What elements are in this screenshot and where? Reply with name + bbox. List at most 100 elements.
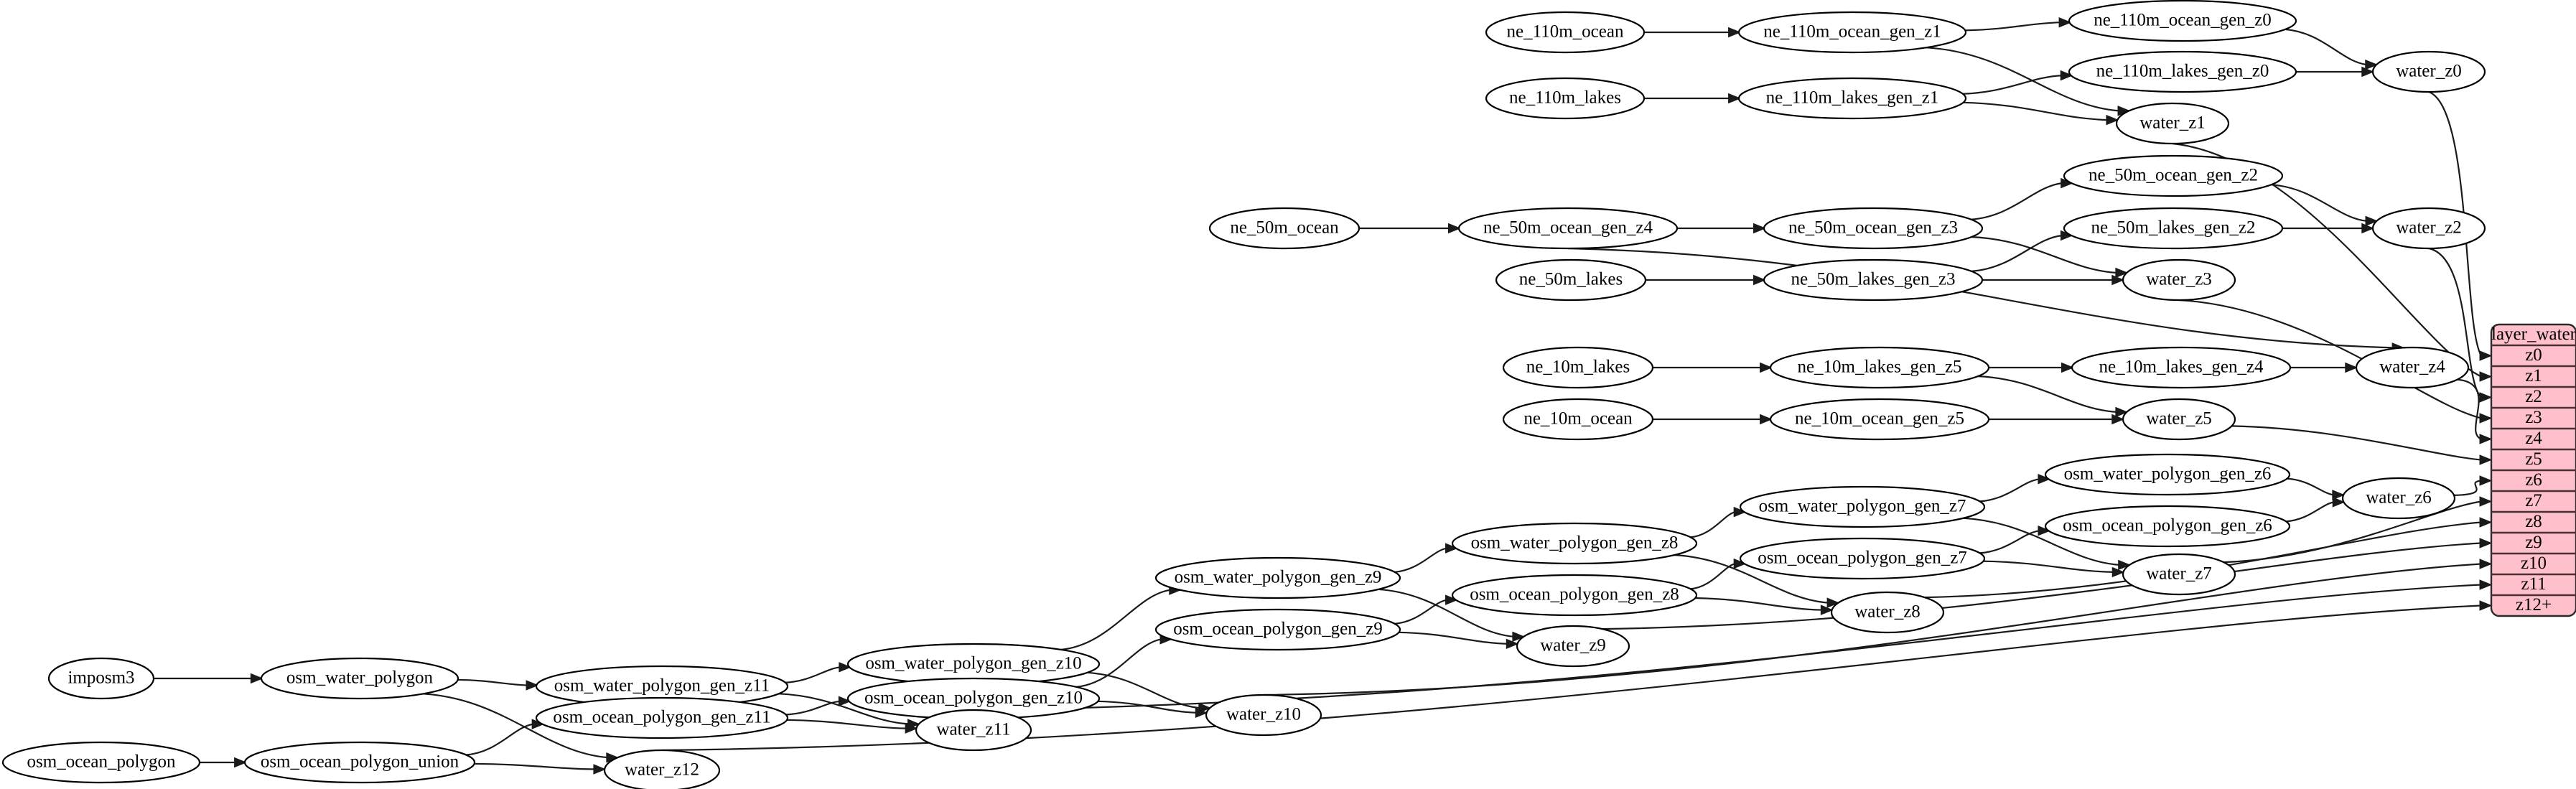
- node-label: imposm3: [67, 668, 134, 688]
- node-label: ne_50m_lakes_gen_z2: [2091, 218, 2255, 238]
- edge-arrowhead: [2479, 579, 2493, 590]
- edge-osm_water_polygon-to-water_z12: [422, 693, 608, 759]
- node-osm_ocean_polygon_gen_z6[interactable]: osm_ocean_polygon_gen_z6: [2044, 505, 2291, 548]
- record-row-z11[interactable]: z11: [2521, 574, 2546, 594]
- record-row-z8[interactable]: z8: [2525, 512, 2542, 531]
- node-water_z1[interactable]: water_z1: [2115, 102, 2230, 145]
- record-row-z3[interactable]: z3: [2525, 408, 2542, 427]
- record-row-z5[interactable]: z5: [2525, 449, 2542, 469]
- node-label: ne_10m_ocean: [1523, 409, 1633, 429]
- node-label: osm_water_polygon_gen_z6: [2064, 464, 2272, 484]
- node-ne_50m_ocean_gen_z2[interactable]: ne_50m_ocean_gen_z2: [2063, 154, 2284, 197]
- node-label: water_z5: [2146, 409, 2212, 429]
- edge-arrowhead: [2479, 371, 2493, 382]
- edge-arrowhead: [2479, 517, 2493, 528]
- node-water_z9[interactable]: water_z9: [1516, 625, 1630, 668]
- node-water_z0[interactable]: water_z0: [2371, 50, 2486, 93]
- node-ne_50m_ocean_gen_z4[interactable]: ne_50m_ocean_gen_z4: [1457, 207, 1679, 250]
- node-ne_50m_ocean_gen_z3[interactable]: ne_50m_ocean_gen_z3: [1763, 207, 1984, 250]
- node-osm_water_polygon_gen_z9[interactable]: osm_water_polygon_gen_z9: [1154, 556, 1401, 599]
- node-water_z2[interactable]: water_z2: [2371, 207, 2486, 250]
- node-label: ne_10m_lakes: [1526, 358, 1630, 377]
- edge-arrowhead: [1733, 506, 1747, 518]
- record-row-z1[interactable]: z1: [2525, 366, 2542, 386]
- node-label: osm_water_polygon: [286, 668, 434, 688]
- edge-ne_50m_ocean_gen_z2-to-water_z2: [2270, 184, 2368, 222]
- node-label: osm_water_polygon_gen_z10: [865, 654, 1081, 673]
- node-osm_water_polygon_gen_z11[interactable]: osm_water_polygon_gen_z11: [535, 665, 789, 708]
- node-ne_110m_ocean[interactable]: ne_110m_ocean: [1485, 11, 1646, 54]
- edge-osm_ocean_polygon_gen_z11-to-water_z11: [785, 719, 907, 729]
- node-ne_10m_lakes_gen_z4[interactable]: ne_10m_lakes_gen_z4: [2071, 346, 2292, 389]
- edge-water_z6-to-layer_water:z6: [2453, 480, 2482, 496]
- node-label: water_z9: [1540, 636, 1606, 655]
- edge-ne_50m_ocean_gen_z4-to-water_z4: [1567, 247, 2394, 349]
- node-water_z7[interactable]: water_z7: [2122, 553, 2236, 596]
- node-label: water_z4: [2379, 358, 2445, 377]
- record-row-z0[interactable]: z0: [2525, 345, 2542, 365]
- node-ne_50m_lakes_gen_z3[interactable]: ne_50m_lakes_gen_z3: [1763, 258, 1984, 302]
- edge-arrowhead: [2361, 66, 2375, 78]
- node-ne_110m_lakes_gen_z1[interactable]: ne_110m_lakes_gen_z1: [1737, 77, 1967, 120]
- node-shape: [2341, 477, 2456, 520]
- node-osm_ocean_polygon_gen_z7[interactable]: osm_ocean_polygon_gen_z7: [1739, 537, 1986, 580]
- node-water_z4[interactable]: water_z4: [2355, 346, 2470, 389]
- node-imposm3[interactable]: imposm3: [47, 657, 155, 700]
- node-shape: [1457, 207, 1679, 250]
- node-water_z5[interactable]: water_z5: [2122, 398, 2236, 441]
- node-shape: [1739, 537, 1986, 580]
- node-water_z8[interactable]: water_z8: [1830, 591, 1945, 634]
- record-row-z2[interactable]: z2: [2525, 387, 2542, 406]
- node-ne_10m_lakes[interactable]: ne_10m_lakes: [1502, 346, 1654, 389]
- edge-ne_10m_lakes_gen_z5-to-water_z5: [1977, 375, 2117, 414]
- node-ne_10m_ocean[interactable]: ne_10m_ocean: [1502, 398, 1654, 441]
- node-shape: [1737, 11, 1967, 54]
- node-osm_ocean_polygon_union[interactable]: osm_ocean_polygon_union: [243, 741, 476, 784]
- edge-arrowhead: [1760, 414, 1773, 425]
- node-water_z6[interactable]: water_z6: [2341, 477, 2456, 520]
- node-osm_ocean_polygon_gen_z8[interactable]: osm_ocean_polygon_gen_z8: [1451, 574, 1698, 617]
- node-label: osm_ocean_polygon_gen_z7: [1758, 548, 1967, 568]
- node-ne_10m_ocean_gen_z5[interactable]: ne_10m_ocean_gen_z5: [1769, 398, 1990, 441]
- node-osm_water_polygon_gen_z6[interactable]: osm_water_polygon_gen_z6: [2044, 453, 2291, 496]
- edge-arrowhead: [2361, 223, 2375, 234]
- record-row-z6[interactable]: z6: [2525, 470, 2542, 490]
- node-label: ne_110m_ocean_gen_z0: [2094, 11, 2272, 30]
- record-row-z12+[interactable]: z12+: [2516, 595, 2552, 615]
- record-row-z9[interactable]: z9: [2525, 533, 2542, 552]
- node-ne_110m_ocean_gen_z0[interactable]: ne_110m_ocean_gen_z0: [2068, 0, 2297, 42]
- edge-osm_water_polygon_gen_z11-to-osm_water_polygon_gen_z10: [784, 666, 841, 683]
- node-osm_water_polygon[interactable]: osm_water_polygon: [260, 657, 459, 700]
- record-row-z4[interactable]: z4: [2525, 429, 2542, 448]
- node-ne_10m_lakes_gen_z5[interactable]: ne_10m_lakes_gen_z5: [1769, 346, 1990, 389]
- record-row-z10[interactable]: z10: [2521, 554, 2547, 573]
- node-osm_ocean_polygon_gen_z11[interactable]: osm_ocean_polygon_gen_z11: [535, 696, 789, 739]
- edge-arrowhead: [2058, 17, 2072, 28]
- node-ne_110m_lakes_gen_z0[interactable]: ne_110m_lakes_gen_z0: [2068, 50, 2297, 93]
- node-water_z12[interactable]: water_z12: [603, 749, 721, 789]
- record-row-z7[interactable]: z7: [2525, 491, 2542, 510]
- node-water_z10[interactable]: water_z10: [1205, 694, 1322, 737]
- node-osm_ocean_polygon[interactable]: osm_ocean_polygon: [1, 741, 201, 784]
- node-shape: [2068, 0, 2297, 42]
- node-ne_50m_ocean[interactable]: ne_50m_ocean: [1208, 207, 1361, 250]
- node-osm_water_polygon_gen_z8[interactable]: osm_water_polygon_gen_z8: [1451, 522, 1698, 565]
- node-label: osm_water_polygon_gen_z9: [1175, 568, 1382, 587]
- node-label: ne_10m_ocean_gen_z5: [1795, 409, 1964, 429]
- node-ne_110m_lakes[interactable]: ne_110m_lakes: [1485, 77, 1646, 120]
- record-node-layer_water[interactable]: layer_waterz0z1z2z3z4z5z6z7z8z9z10z11z12…: [2490, 323, 2576, 617]
- node-osm_water_polygon_gen_z7[interactable]: osm_water_polygon_gen_z7: [1739, 485, 1986, 528]
- edge-water_z5-to-layer_water:z5: [2231, 425, 2482, 461]
- node-osm_ocean_polygon_gen_z9[interactable]: osm_ocean_polygon_gen_z9: [1154, 608, 1401, 651]
- node-ne_110m_ocean_gen_z1[interactable]: ne_110m_ocean_gen_z1: [1737, 11, 1967, 54]
- node-ne_50m_lakes[interactable]: ne_50m_lakes: [1495, 258, 1647, 302]
- node-ne_50m_lakes_gen_z2[interactable]: ne_50m_lakes_gen_z2: [2063, 207, 2284, 250]
- node-osm_ocean_polygon_gen_z10[interactable]: osm_ocean_polygon_gen_z10: [846, 677, 1101, 720]
- edge-water_z4-to-layer_water:z4: [2457, 378, 2482, 440]
- node-label: ne_110m_lakes: [1509, 88, 1621, 108]
- node-water_z11[interactable]: water_z11: [915, 709, 1032, 752]
- node-water_z3[interactable]: water_z3: [2122, 258, 2236, 302]
- edge-arrowhead: [2345, 362, 2358, 373]
- edge-osm_ocean_polygon_gen_z6-to-water_z6: [2285, 501, 2335, 523]
- edge-osm_water_polygon_gen_z10-to-osm_water_polygon_gen_z9: [1060, 589, 1171, 651]
